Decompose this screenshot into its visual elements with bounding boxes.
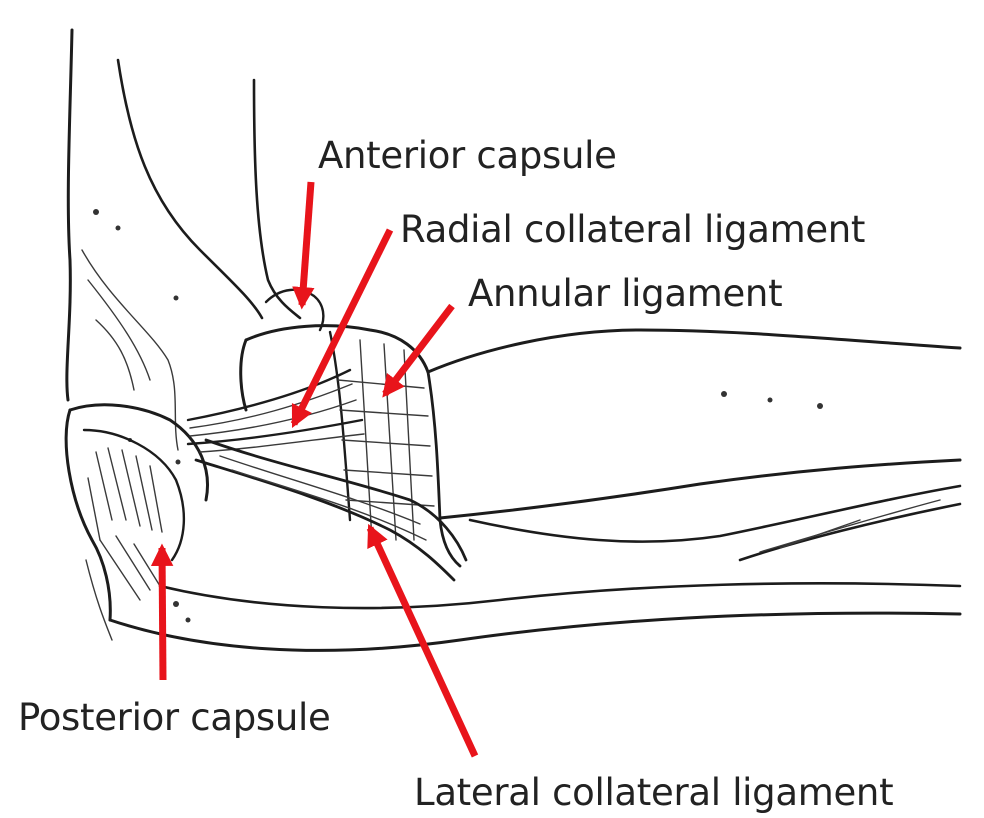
- forearm: [86, 330, 960, 650]
- arrow-lateral-collateral-ligament: [370, 528, 475, 756]
- arrow-posterior-capsule: [162, 548, 163, 680]
- label-anterior-capsule: Anterior capsule: [318, 134, 617, 177]
- pointer-arrows: [162, 182, 475, 756]
- elbow-illustration: [66, 30, 960, 650]
- label-posterior-capsule: Posterior capsule: [18, 696, 330, 739]
- radial-head: [241, 290, 460, 566]
- label-annular-ligament: Annular ligament: [468, 272, 782, 315]
- label-lateral-collateral-ligament: Lateral collateral ligament: [414, 771, 893, 814]
- arrow-annular-ligament: [385, 306, 452, 394]
- olecranon: [66, 405, 207, 623]
- humerus: [67, 30, 300, 465]
- arrow-anterior-capsule: [302, 182, 311, 305]
- label-radial-collateral-ligament: Radial collateral ligament: [400, 208, 865, 251]
